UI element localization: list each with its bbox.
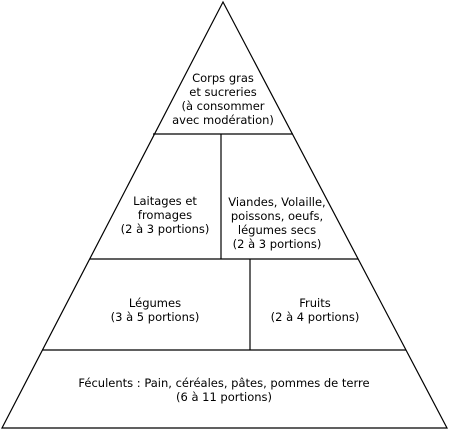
starches-line-1: Féculents : Pain, céréales, pâtes, pomme… bbox=[78, 376, 370, 390]
fruits-line-2: (2 à 4 portions) bbox=[270, 310, 360, 324]
vegetables-line-1: Légumes bbox=[128, 296, 182, 310]
section-dairy-label: Laitages et fromages (2 à 3 portions) bbox=[110, 194, 220, 236]
section-top-label: Corps gras et sucreries (à consommer ave… bbox=[163, 71, 283, 127]
protein-line-1: Viandes, Volaille, bbox=[228, 195, 326, 209]
section-protein-label: Viandes, Volaille, poissons, oeufs, légu… bbox=[222, 195, 332, 251]
dairy-line-1: Laitages et bbox=[133, 194, 197, 208]
section-starches-label: Féculents : Pain, céréales, pâtes, pomme… bbox=[50, 376, 398, 404]
section-fruits-label: Fruits (2 à 4 portions) bbox=[250, 296, 380, 324]
dairy-line-3: (2 à 3 portions) bbox=[120, 222, 210, 236]
section-vegetables-label: Légumes (3 à 5 portions) bbox=[90, 296, 220, 324]
protein-line-4: (2 à 3 portions) bbox=[232, 237, 322, 251]
top-line-2: et sucreries bbox=[189, 85, 257, 99]
top-line-4: avec modération) bbox=[172, 113, 274, 127]
top-line-1: Corps gras bbox=[192, 71, 254, 85]
protein-line-3: légumes secs bbox=[237, 223, 317, 237]
protein-line-2: poissons, oeufs, bbox=[230, 209, 324, 223]
starches-line-2: (6 à 11 portions) bbox=[175, 390, 273, 404]
top-line-3: (à consommer bbox=[181, 99, 265, 113]
vegetables-line-2: (3 à 5 portions) bbox=[110, 310, 200, 324]
dairy-line-2: fromages bbox=[137, 208, 193, 222]
fruits-line-1: Fruits bbox=[299, 296, 331, 310]
